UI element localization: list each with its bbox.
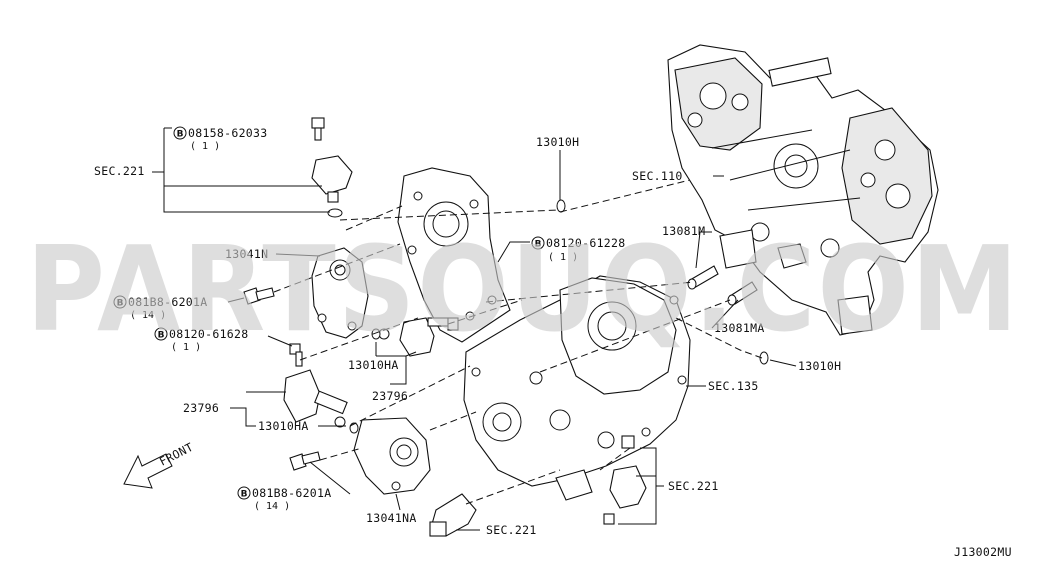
label-13041na: 13041NA — [366, 511, 417, 525]
label-13010h-top: 13010H — [536, 135, 579, 149]
leader-lines — [152, 127, 797, 531]
bolt-top — [311, 117, 325, 141]
svg-text:B: B — [117, 299, 124, 309]
svg-text:B: B — [158, 331, 165, 341]
label-08120-61628: 08120-61628 — [169, 327, 248, 341]
label-sec135: SEC.135 — [708, 379, 759, 393]
svg-text:B: B — [241, 490, 248, 500]
label-23796-left: 23796 — [183, 401, 219, 415]
label-081b8-bottom-qty: ( 14 ) — [254, 501, 290, 512]
label-13041n: 13041N — [225, 247, 268, 261]
engine-block — [667, 44, 939, 336]
label-08158-62033: 08158-62033 — [188, 126, 267, 140]
label-sec221-top: SEC.221 — [94, 164, 145, 178]
label-081b8-top: 081B8-6201A — [128, 295, 207, 309]
label-081b8-top-qty: ( 14 ) — [130, 310, 166, 321]
assembly-lines — [273, 179, 763, 505]
front-arrow: FRONT — [123, 440, 196, 489]
label-13081ma: 13081MA — [714, 321, 765, 335]
label-13010ha-center: 13010HA — [348, 358, 399, 372]
bolt-081b8-bottom — [289, 451, 321, 471]
label-13010h-right: 13010H — [798, 359, 841, 373]
seal-13010ha-center — [371, 328, 381, 340]
timing-cover-lower — [463, 275, 691, 501]
badge-b-3: B — [113, 295, 127, 309]
badge-b-5: B — [237, 486, 251, 500]
cam-sensor-top — [311, 155, 353, 203]
badge-b-2: B — [531, 236, 545, 250]
seal-13081ma — [727, 281, 758, 306]
sensor-bottom — [429, 493, 477, 537]
label-sec221-bottom: SEC.221 — [486, 523, 537, 537]
label-sec221-right: SEC.221 — [668, 479, 719, 493]
cover-13041na — [353, 417, 431, 495]
cover-13041n — [311, 247, 369, 339]
label-081b8-bottom: 081B8-6201A — [252, 486, 331, 500]
svg-text:B: B — [535, 240, 542, 250]
badge-b-4: B — [154, 327, 168, 341]
seal-13081m — [687, 265, 719, 290]
seal-13010h-top — [556, 199, 566, 213]
sensor-engine — [777, 243, 807, 269]
label-23796-center: 23796 — [372, 389, 408, 403]
label-13081m: 13081M — [662, 224, 705, 238]
timing-cover-upper — [397, 167, 511, 343]
label-08120-61628-qty: ( 1 ) — [171, 342, 201, 353]
diagram-code: J13002MU — [954, 545, 1012, 559]
badge-b-1: B — [173, 126, 187, 140]
valve-23796-left — [283, 369, 348, 428]
seal-13010h-right — [759, 351, 769, 365]
front-label: FRONT — [157, 440, 196, 469]
label-08158-qty: ( 1 ) — [190, 141, 220, 152]
valve-23796-center — [378, 317, 459, 357]
svg-text:B: B — [177, 130, 184, 140]
label-13010ha-left: 13010HA — [258, 419, 309, 433]
bolt-081b8-top — [243, 287, 275, 305]
label-08120-61228-qty: ( 1 ) — [548, 252, 578, 263]
o-ring-top — [327, 208, 343, 218]
watermark: PARTSOUQ.COM — [26, 220, 1020, 358]
label-08120-61228: 08120-61228 — [546, 236, 625, 250]
label-sec110: SEC.110 — [632, 169, 683, 183]
